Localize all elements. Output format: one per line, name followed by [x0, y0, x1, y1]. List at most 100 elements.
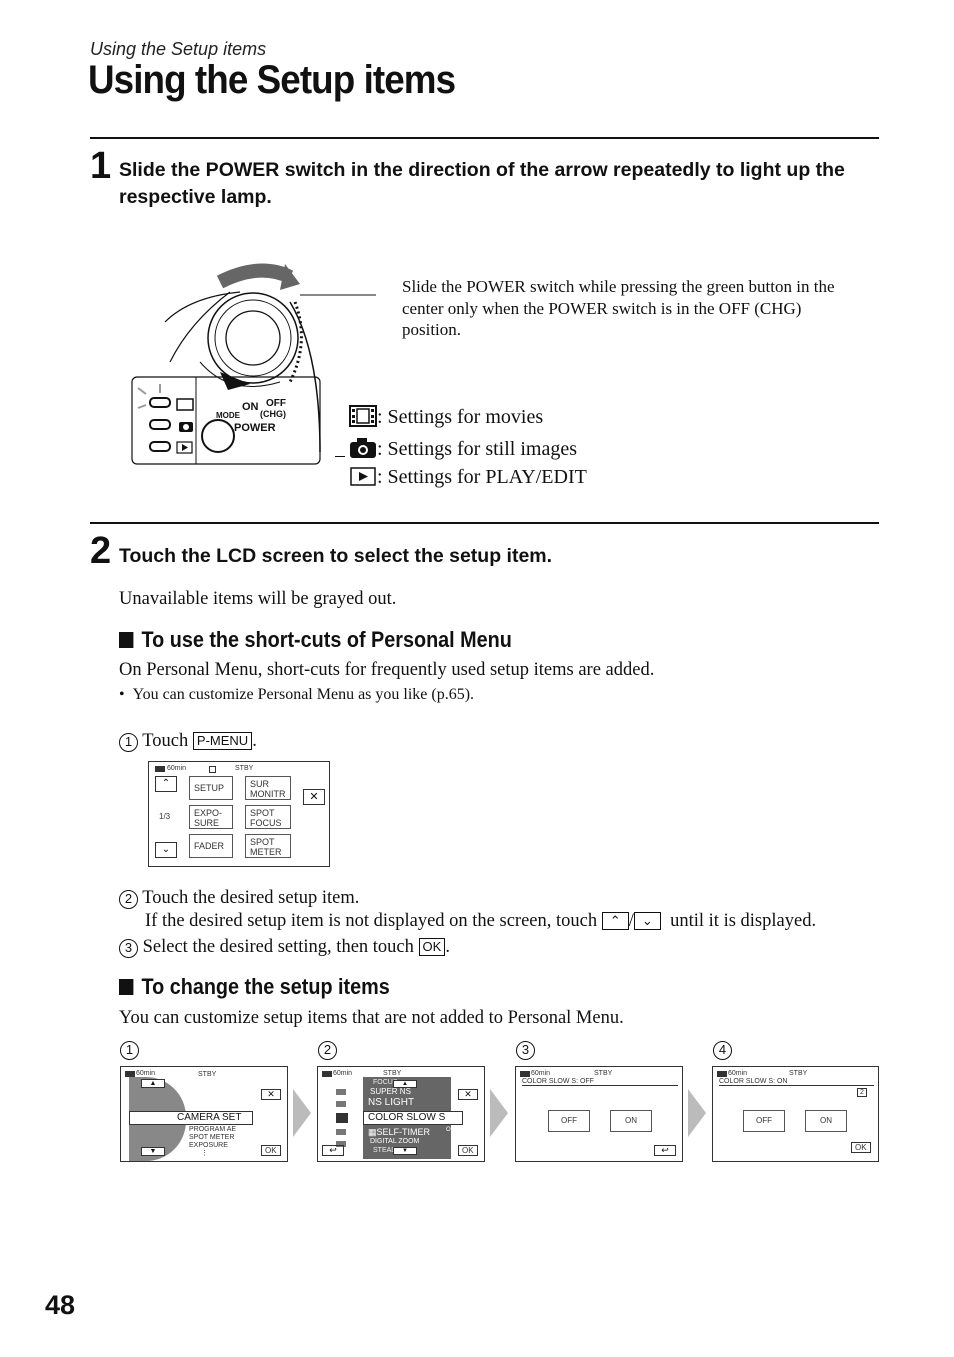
scroll-up-button[interactable]: ▲ — [393, 1080, 417, 1088]
section-heading: To change the setup items — [119, 974, 390, 1000]
scroll-up-button[interactable]: ⌃ — [155, 776, 177, 792]
menu-item-self-timer[interactable]: ▦SELF-TIMER — [368, 1127, 431, 1137]
leader-line — [335, 456, 345, 457]
off-button[interactable]: OFF — [743, 1110, 785, 1132]
setup-button[interactable]: SETUP — [189, 776, 233, 800]
dial-off-label: OFF — [266, 398, 286, 409]
status-text: STBY — [594, 1070, 613, 1077]
film-icon — [349, 405, 377, 427]
scroll-down-button[interactable]: ⌄ — [155, 842, 177, 858]
flow-arrow — [688, 1089, 706, 1137]
fader-button[interactable]: FADER — [189, 834, 233, 858]
power-switch-illustration: ON OFF (CHG) MODE POWER — [131, 263, 376, 465]
flow-arrow — [293, 1089, 311, 1137]
legend-play: : Settings for PLAY/EDIT — [349, 465, 587, 489]
battery-time: 60min — [728, 1070, 748, 1077]
battery-icon — [125, 1071, 135, 1077]
legend-movies: : Settings for movies — [349, 405, 543, 429]
ok-button[interactable]: OK — [851, 1142, 871, 1153]
spot-meter-button[interactable]: SPOT METER — [245, 834, 291, 858]
section-intro: You can customize setup items that are n… — [119, 1008, 624, 1028]
dial-power-label: POWER — [234, 422, 276, 434]
bullet-note: • You can customize Personal Menu as you… — [119, 686, 475, 703]
status-text: STBY — [235, 765, 254, 772]
scroll-up-key[interactable]: ⌃ — [601, 912, 629, 930]
return-icon[interactable]: ↩ — [654, 1145, 676, 1156]
battery-time: 60min — [333, 1070, 353, 1077]
close-icon[interactable]: ✕ — [303, 789, 325, 805]
section-heading: To use the short-cuts of Personal Menu — [119, 627, 512, 653]
ok-key[interactable]: OK — [418, 938, 446, 956]
ok-button[interactable]: OK — [458, 1145, 478, 1156]
page-indicator: 1/3 — [159, 812, 171, 821]
return-icon[interactable]: ↩ — [322, 1145, 344, 1156]
running-header: Using the Setup items — [90, 39, 267, 59]
personal-menu-screen: 60min STBY ⌃ 1/3 ⌄ SETUP SUR MONITR EXPO… — [148, 761, 330, 867]
menu-item-digital-zoom[interactable]: DIGITAL ZOOM — [370, 1138, 420, 1145]
exposure-button[interactable]: EXPO- SURE — [189, 805, 233, 829]
on-button[interactable]: ON — [805, 1110, 847, 1132]
status-text: STBY — [789, 1070, 808, 1077]
page-title: Using the Setup items — [88, 58, 456, 102]
step-number: 1 — [90, 145, 112, 187]
battery-time: 60min — [167, 765, 187, 772]
scroll-up-button[interactable]: ▲ — [141, 1079, 165, 1088]
setting-title: COLOR SLOW S: ON — [719, 1078, 874, 1086]
battery-icon — [520, 1071, 530, 1077]
substep-2: 2 Touch the desired setup item. — [119, 886, 359, 910]
spot-focus-button[interactable]: SPOT FOCUS — [245, 805, 291, 829]
self-timer-state: OFF — [446, 1127, 458, 1133]
dial-chg-label: (CHG) — [260, 409, 286, 419]
menu-item-super-ns[interactable]: SUPER NS — [370, 1087, 411, 1096]
icon-column — [336, 1087, 350, 1147]
battery-icon — [717, 1071, 727, 1077]
dial-on-label: ON — [242, 401, 259, 413]
scroll-down-key[interactable]: ⌄ — [633, 912, 661, 930]
status-text: STBY — [383, 1070, 402, 1077]
menu-item-focus[interactable]: FOCUS — [373, 1079, 398, 1086]
color-slow-s-item[interactable]: COLOR SLOW S — [363, 1111, 463, 1125]
battery-time: 60min — [136, 1070, 156, 1077]
menu-item-ns-light[interactable]: NS LIGHT — [368, 1097, 415, 1108]
scroll-down-button[interactable]: ▼ — [393, 1147, 417, 1155]
screen-label: 2 — [318, 1041, 337, 1060]
power-switch-note: Slide the POWER switch while pressing th… — [402, 277, 835, 339]
menu-item-steady[interactable]: STEADY — [373, 1147, 402, 1154]
setting-title: COLOR SLOW S: OFF — [522, 1078, 678, 1086]
setup-screen-2: 60min STBY FOCUS SUPER NS NS LIGHT COLOR… — [317, 1066, 485, 1162]
setup-screen-4: 60min STBY COLOR SLOW S: ON 2 OFF ON OK — [712, 1066, 879, 1162]
divider — [90, 522, 879, 524]
mode-icon — [209, 766, 216, 773]
legend-movies-text: : Settings for movies — [377, 406, 544, 428]
legend-still: : Settings for still images — [349, 437, 577, 461]
sur-monitr-button[interactable]: SUR MONITR — [245, 776, 291, 800]
off-button[interactable]: OFF — [548, 1110, 590, 1132]
setup-screen-3: 60min STBY COLOR SLOW S: OFF OFF ON ↩ — [515, 1066, 683, 1162]
step-number: 2 — [90, 530, 112, 572]
battery-icon — [155, 766, 165, 772]
scroll-down-button[interactable]: ▼ — [141, 1147, 165, 1156]
page-number: 48 — [45, 1290, 76, 1320]
step-note: Unavailable items will be grayed out. — [119, 589, 397, 609]
section-intro: On Personal Menu, short-cuts for frequen… — [119, 660, 655, 680]
legend-still-text: : Settings for still images — [377, 438, 577, 460]
close-icon[interactable]: ✕ — [458, 1089, 478, 1100]
status-badge: 2 — [857, 1088, 867, 1097]
on-button[interactable]: ON — [610, 1110, 652, 1132]
screen-label: 4 — [713, 1041, 732, 1060]
battery-icon — [322, 1071, 332, 1077]
close-icon[interactable]: ✕ — [261, 1089, 281, 1100]
divider — [90, 137, 879, 139]
p-menu-key[interactable]: P-MENU — [192, 732, 253, 750]
screen-label: 1 — [120, 1041, 139, 1060]
screen-label: 3 — [516, 1041, 535, 1060]
substep-3: 3 Select the desired setting, then touch… — [119, 935, 450, 959]
ok-button[interactable]: OK — [261, 1145, 281, 1156]
step-instruction: Slide the POWER switch in the direction … — [119, 159, 845, 208]
legend-play-text: : Settings for PLAY/EDIT — [377, 466, 587, 488]
camera-set-item[interactable]: CAMERA SET — [129, 1111, 253, 1125]
battery-time: 60min — [531, 1070, 551, 1077]
status-text: STBY — [198, 1071, 217, 1078]
